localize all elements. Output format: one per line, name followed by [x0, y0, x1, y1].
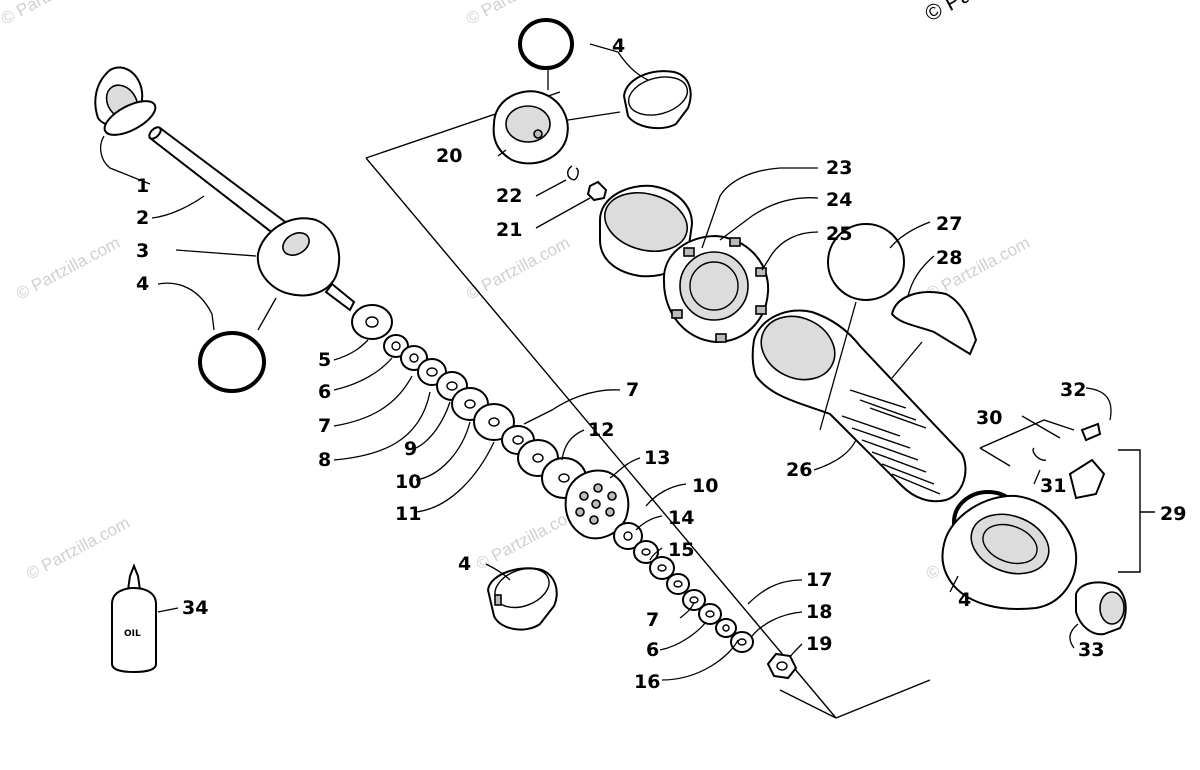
- part-1-eye-cap: [94, 66, 157, 136]
- callout-8: 8: [318, 449, 331, 471]
- part-20-reservoir-cap: [492, 90, 569, 165]
- shim-stack: [383, 334, 587, 499]
- callout-27: 27: [936, 213, 962, 235]
- callout-18: 18: [806, 601, 832, 623]
- leader-lines: [99, 43, 1112, 681]
- callout-4: 4: [958, 589, 971, 611]
- callout-2: 2: [136, 207, 149, 229]
- callout-24: 24: [826, 189, 852, 211]
- part-21-valve: [586, 180, 608, 202]
- assembly-frame: [365, 91, 931, 719]
- valve-fitting: [1068, 458, 1106, 500]
- callout-30: 30: [976, 407, 1002, 429]
- callout-6: 6: [646, 639, 659, 661]
- callout-11: 11: [395, 503, 421, 525]
- callout-7: 7: [318, 415, 331, 437]
- oil-label: OIL: [124, 629, 141, 639]
- part-31-o-ring: [1032, 447, 1047, 461]
- watermark: © Partzilla.com: [13, 233, 123, 304]
- callout-17: 17: [806, 569, 832, 591]
- callout-4: 4: [458, 553, 471, 575]
- callout-22: 22: [496, 185, 522, 207]
- part-26-spring-body: [751, 309, 967, 503]
- callout-10: 10: [692, 475, 718, 497]
- callout-5: 5: [318, 349, 331, 371]
- callout-14: 14: [668, 507, 694, 529]
- lower-clevis: [941, 494, 1078, 610]
- watermark: © Partzilla.com: [463, 0, 573, 29]
- callout-1: 1: [136, 175, 149, 197]
- watermark: © Partzilla.com: [23, 513, 133, 584]
- part-24-adjuster-ring: [662, 234, 770, 344]
- part-3-damper-head: [256, 217, 356, 312]
- part-19-nut: [766, 652, 798, 680]
- callout-32: 32: [1060, 379, 1086, 401]
- callout-31: 31: [1040, 475, 1066, 497]
- copyright-text: © Pa: [921, 0, 977, 26]
- part-28-guard: [890, 291, 978, 356]
- callout-21: 21: [496, 219, 522, 241]
- callout-25: 25: [826, 223, 852, 245]
- watermark: © Partzilla.com: [0, 0, 108, 29]
- callout-23: 23: [826, 157, 852, 179]
- callout-4: 4: [612, 35, 625, 57]
- callout-9: 9: [404, 438, 417, 460]
- callout-19: 19: [806, 633, 832, 655]
- part-22-clip: [567, 165, 579, 181]
- part-4-o-ring: [198, 331, 266, 393]
- part-13-piston: [564, 469, 630, 540]
- part-4-o-ring: [518, 18, 574, 70]
- part-27-disc: [827, 223, 905, 301]
- callout-3: 3: [136, 240, 149, 262]
- callout-15: 15: [668, 539, 694, 561]
- callout-16: 16: [634, 671, 660, 693]
- callout-29: 29: [1160, 503, 1186, 525]
- part-23-sleeve: [599, 184, 694, 278]
- part-34-oil-bottle: OIL: [111, 563, 157, 674]
- callout-33: 33: [1078, 639, 1104, 661]
- part-4-sleeve: [622, 70, 692, 130]
- part-5-washer: [351, 304, 393, 340]
- part-32-screw: [1080, 422, 1102, 442]
- callout-26: 26: [786, 459, 812, 481]
- callout-28: 28: [936, 247, 962, 269]
- callout-34: 34: [182, 597, 208, 619]
- callout-12: 12: [588, 419, 614, 441]
- callout-10: 10: [395, 471, 421, 493]
- part-33-bushing: [1075, 581, 1127, 636]
- bracket-29: [1118, 449, 1155, 573]
- frame-30: [979, 419, 1075, 467]
- callout-13: 13: [644, 447, 670, 469]
- part-4-bushing: [486, 567, 558, 631]
- callout-4: 4: [136, 273, 149, 295]
- callout-6: 6: [318, 381, 331, 403]
- callout-labels: 1 2 3 4 5 6 7 8 9 10 11 4 20 22 21 23 24…: [136, 35, 1186, 693]
- callout-20: 20: [436, 145, 462, 167]
- callout-7: 7: [626, 379, 639, 401]
- callout-7: 7: [646, 609, 659, 631]
